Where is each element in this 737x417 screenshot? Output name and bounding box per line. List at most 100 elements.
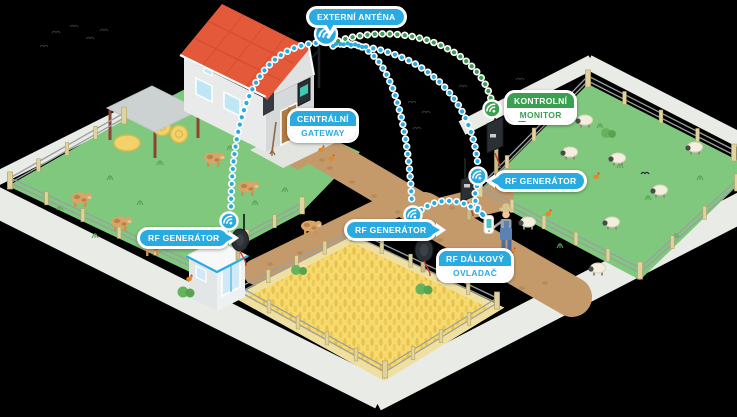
sheep [560,146,578,160]
fence-post [408,253,413,268]
fence-post [509,199,515,213]
hay-bale [169,124,189,144]
hay-pile [113,134,141,152]
fence-post [637,261,643,280]
fence-post [410,346,416,361]
fence-post [585,69,591,88]
fence-post [93,125,98,140]
fence-post [266,299,272,314]
gateway-device [297,77,311,107]
bird [412,126,422,130]
fence-post [622,91,627,105]
fence-post [494,291,500,310]
fence-post [64,142,70,156]
rf-generator-left-signal-icon [219,211,239,231]
bird [85,36,95,40]
farmer [491,203,513,256]
fence-post [295,315,301,330]
pitchfork [269,121,277,156]
label-central-gateway: CENTRÁLNÍ GATEWAY [287,108,359,143]
fence-post [80,208,85,222]
bird [69,24,79,28]
bushes [177,128,616,298]
label-control-monitor: KONTROLNÍ MONITOR [504,90,578,125]
animals [71,114,703,282]
chicken [318,145,325,153]
roof [179,4,315,100]
label-external-antenna: EXTERNÍ ANTÉNA [306,6,407,37]
chicken [545,209,552,217]
signal-arcs [227,30,495,221]
arc-right-generator-to-remote [472,183,487,219]
label-rf-generator-right: RF GENERÁTOR [485,170,588,192]
sheep [518,216,536,230]
label-rf-generator-left: RF GENERÁTOR [137,227,240,249]
rf-generator-right-signal-icon [468,166,488,186]
bird [458,84,468,88]
cow [204,152,225,167]
arc-antenna-to-right-generator [333,41,481,169]
sheep [588,262,606,276]
sheep [685,141,703,155]
farmer-hat [499,206,513,213]
fence-post [379,240,384,254]
bird [640,171,650,175]
fence-post [272,214,277,229]
fence-post [299,196,305,215]
shed-window [195,265,207,283]
bird [407,100,417,104]
fence-post [7,171,13,190]
fence-post [266,269,271,284]
bird [515,77,525,81]
cow [71,192,92,207]
window [195,76,213,104]
right-pasture [478,84,737,280]
fence-post [734,173,737,192]
fence-post [382,360,388,379]
cow [301,220,322,235]
fence-post [695,128,700,142]
birds [39,24,650,175]
bird [99,28,109,32]
fence-post [44,191,49,206]
fence-post [670,235,675,249]
hay-shelter [105,85,202,158]
fence-post [466,311,472,326]
cow [111,216,132,231]
fence-post [531,127,537,142]
label-rf-generator-middle: RF GENERÁTOR [344,219,447,241]
fence-post [353,347,359,362]
fence-post [36,158,41,173]
sheep [602,216,620,230]
shed [184,239,250,311]
farmer-head [502,210,510,219]
cow [238,181,259,196]
arc-antenna-to-middle-generator [330,41,415,209]
fence-post [504,155,510,169]
rf-remote-device [483,215,494,234]
chicken [186,274,193,282]
fence-post [605,248,611,262]
sheep [608,152,626,166]
sheep [650,184,668,198]
fence-post [702,206,707,220]
arc-antenna-to-monitor [335,31,494,102]
arc-middle-generator-to-remote [418,198,488,220]
bird [51,30,61,34]
fence-post [438,329,444,343]
sheep [575,114,593,128]
monitor-signal-icon [482,99,502,119]
fence-post [573,231,579,246]
chicken [328,154,335,162]
chicken [593,172,600,180]
label-external-antenna-text: EXTERNÍ ANTÉNA [317,12,396,22]
fence-post [731,143,737,162]
fence-post [541,215,547,230]
fence-post [466,281,471,295]
fence-post [121,106,127,125]
fence-post [322,240,327,255]
fence-post [324,331,330,346]
bird [421,110,431,114]
